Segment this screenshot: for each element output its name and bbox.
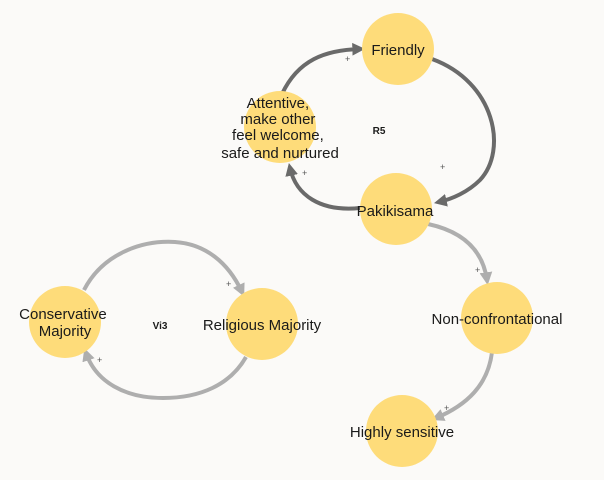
label-religious-majority: Religious Majority [203,317,322,334]
label-friendly: Friendly [371,42,425,59]
node-non-confrontational[interactable] [461,282,533,354]
polarity-friendly-pakikisama: + [440,162,445,172]
polarity-pakikisama-attentive: + [302,168,307,178]
label-pakikisama: Pakikisama [357,203,434,220]
label-non-confrontational: Non-confrontational [432,311,563,328]
edge-religious-to-conservative[interactable] [82,348,248,401]
label-attentive-line-4: safe and nurtured [221,145,339,162]
label-conservative-majority: Conservative Majority [19,306,111,340]
label-highly-sensitive: Highly sensitive [350,424,454,441]
loop-label-r5: R5 [373,126,386,137]
label-attentive-line-3: feel welcome, [232,127,324,144]
node-pakikisama[interactable] [360,173,432,245]
edge-friendly-to-pakikisama[interactable] [431,57,496,207]
label-attentive: Attentive, make other feel welcome, safe… [221,95,339,162]
node-highly-sensitive[interactable] [366,395,438,467]
polarity-pakikisama-nonconf: + [475,265,480,275]
node-conservative-majority[interactable] [29,286,101,358]
polarity-religious-conservative: + [97,355,102,365]
polarity-nonconf-highly: + [444,403,449,413]
edge-non-confrontational-to-highly-sensitive[interactable] [431,351,494,421]
label-conservative-line-2: Majority [39,323,92,340]
loop-label-vi3: Vi3 [153,321,168,332]
label-attentive-line-1: Attentive, [247,95,310,112]
edge-conservative-to-religious[interactable] [82,239,245,297]
label-attentive-line-2: make other [240,111,315,128]
polarity-conservative-religious: + [226,279,231,289]
node-attentive[interactable] [244,91,316,163]
edge-pakikisama-to-non-confrontational[interactable] [427,222,493,286]
node-religious-majority[interactable] [226,288,298,360]
edge-attentive-to-friendly[interactable] [280,42,366,95]
edge-pakikisama-to-attentive[interactable] [285,163,361,211]
polarity-attentive-friendly: + [345,54,350,64]
label-conservative-line-1: Conservative [19,306,107,323]
node-friendly[interactable] [362,13,434,85]
